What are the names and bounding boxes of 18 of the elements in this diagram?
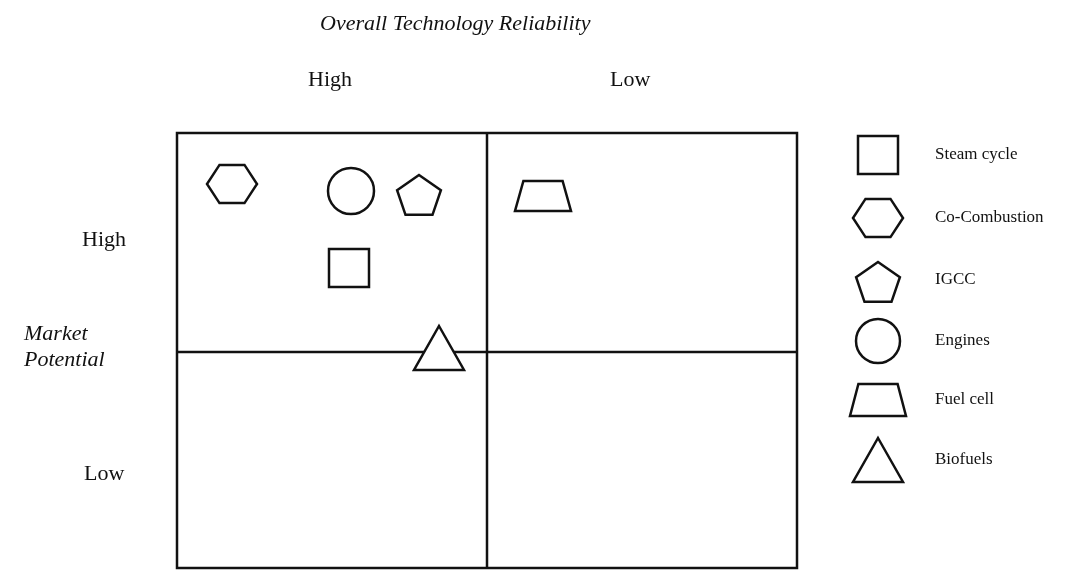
- row-heading: High: [82, 226, 126, 253]
- hexagon-marker: [205, 163, 259, 205]
- legend-label: Co-Combustion: [935, 207, 1044, 227]
- legend-label: Engines: [935, 330, 990, 350]
- axis-title: Market Potential: [24, 320, 106, 373]
- trapezoid-marker: [513, 179, 573, 213]
- column-heading: Low: [610, 66, 651, 93]
- circle-marker: [326, 166, 376, 216]
- pentagon-marker: [395, 173, 443, 217]
- legend-label: Fuel cell: [935, 389, 994, 409]
- square-marker: [327, 247, 371, 289]
- triangle-marker: [411, 323, 467, 372]
- row-heading: Low: [84, 460, 125, 487]
- axis-title: Overall Technology Reliability: [320, 10, 591, 37]
- column-heading: High: [308, 66, 352, 93]
- legend-label: Biofuels: [935, 449, 993, 469]
- legend-label: IGCC: [935, 269, 976, 289]
- legend-label: Steam cycle: [935, 144, 1018, 164]
